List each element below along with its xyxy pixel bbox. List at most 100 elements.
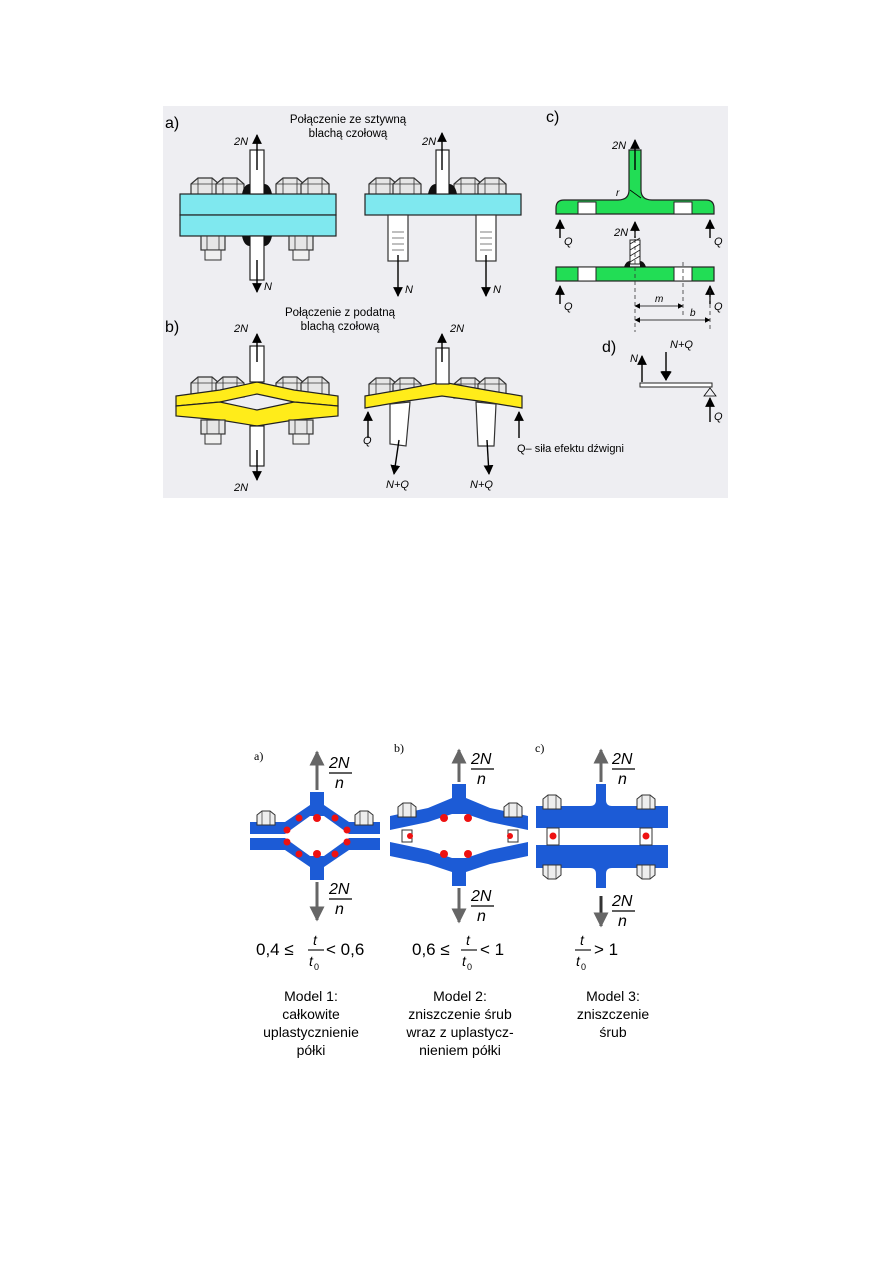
condition-model-2: 0,6 ≤ t t 0 < 1: [412, 932, 504, 972]
load-label: 2N: [233, 482, 248, 494]
load-label: N+Q: [386, 479, 409, 491]
svg-text:> 1: > 1: [594, 940, 618, 959]
svg-text:n: n: [618, 771, 627, 788]
flexible-joint-double: [175, 333, 339, 481]
load-fraction: 2N n: [611, 893, 635, 930]
failure-model-2-drawing: [390, 748, 528, 924]
load-label: N: [405, 284, 413, 296]
svg-text:Model 3:: Model 3:: [586, 988, 640, 1004]
svg-text:n: n: [618, 913, 627, 930]
load-label: Q: [714, 236, 723, 248]
svg-text:0: 0: [581, 962, 586, 972]
svg-text:2N: 2N: [470, 888, 492, 905]
model-label-b: b): [394, 741, 404, 755]
load-label: Q: [363, 435, 372, 447]
svg-text:zniszczenie: zniszczenie: [577, 1006, 650, 1022]
model-label-a: a): [254, 749, 263, 763]
svg-text:wraz z uplastycz-: wraz z uplastycz-: [405, 1024, 514, 1040]
svg-text:t: t: [313, 932, 318, 948]
model-1-description: Model 1: całkowite uplastycznienie półki: [263, 988, 359, 1058]
svg-text:n: n: [477, 771, 486, 788]
label-c: c): [546, 109, 559, 126]
rigid-plate-top: [179, 193, 337, 216]
upper-flange: [250, 792, 380, 834]
load-label: 2N: [611, 140, 626, 152]
load-label: Q: [564, 236, 573, 248]
svg-text:< 1: < 1: [480, 940, 504, 959]
load-label: N: [630, 353, 638, 365]
svg-text:n: n: [335, 775, 344, 792]
load-label: 2N: [421, 136, 436, 148]
title-flexible-line2: blachą czołową: [301, 321, 380, 333]
dimension-m: m: [655, 294, 663, 305]
load-fraction: 2N n: [328, 755, 352, 792]
title-rigid-line2: blachą czołową: [309, 128, 388, 140]
label-a: a): [165, 115, 179, 132]
upper-flange: [536, 784, 668, 828]
rigid-joint-single: [364, 132, 522, 297]
lower-flange: [536, 845, 668, 888]
svg-text:2N: 2N: [328, 755, 350, 772]
load-fraction: 2N n: [611, 751, 635, 788]
condition-model-1: 0,4 ≤ t t 0 < 0,6: [256, 932, 364, 972]
condition-model-3: t t 0 > 1: [575, 932, 618, 972]
svg-text:uplastycznienie: uplastycznienie: [263, 1024, 359, 1040]
t-stub-diagram: [555, 139, 715, 332]
dimension-b: b: [690, 308, 696, 319]
load-label: N+Q: [470, 479, 493, 491]
svg-text:0: 0: [314, 962, 319, 972]
model-2-description: Model 2: zniszczenie śrub wraz z uplasty…: [405, 988, 514, 1058]
svg-text:2N: 2N: [470, 751, 492, 768]
load-label: 2N: [233, 136, 248, 148]
svg-text:t: t: [309, 953, 314, 969]
flexible-plate-bottom: [175, 401, 339, 427]
svg-text:n: n: [477, 908, 486, 925]
svg-text:n: n: [335, 901, 344, 918]
load-fraction: 2N n: [470, 888, 494, 925]
svg-text:t: t: [576, 953, 581, 969]
svg-text:zniszczenie śrub: zniszczenie śrub: [408, 1006, 512, 1022]
flexible-plate: [364, 381, 523, 409]
title-flexible-line1: Połączenie z podatną: [285, 307, 396, 319]
svg-text:półki: półki: [297, 1042, 326, 1058]
lever-effect-note: Q– siła efektu dźwigni: [517, 443, 624, 455]
svg-text:śrub: śrub: [599, 1024, 626, 1040]
model-label-c: c): [535, 741, 544, 755]
svg-text:t: t: [466, 932, 471, 948]
flexible-joint-single: [363, 333, 524, 475]
model-3-description: Model 3: zniszczenie śrub: [577, 988, 650, 1040]
svg-text:2N: 2N: [328, 881, 350, 898]
label-b: b): [165, 319, 179, 336]
load-label: N: [493, 284, 501, 296]
svg-text:Model 2:: Model 2:: [433, 988, 487, 1004]
radius-label: r: [616, 188, 620, 199]
svg-text:0,4 ≤: 0,4 ≤: [256, 940, 294, 959]
lower-flange: [390, 842, 528, 886]
load-fraction: 2N n: [328, 881, 352, 918]
t-stub-profile: [555, 149, 715, 215]
figure-1-panel: a) b) c) d) Połączenie ze sztywną blachą…: [163, 106, 728, 498]
load-fraction: 2N n: [470, 751, 494, 788]
svg-text:nieniem półki: nieniem półki: [419, 1042, 501, 1058]
load-label: N+Q: [670, 339, 693, 351]
load-label: Q: [714, 301, 723, 313]
label-d: d): [602, 339, 616, 356]
svg-text:0,6 ≤: 0,6 ≤: [412, 940, 450, 959]
figure-2-panel: a) b) c) 2N n 2N n 2N n 2N n 2N n: [250, 741, 668, 1058]
load-label: 2N: [449, 323, 464, 335]
load-label: 2N: [613, 227, 628, 239]
rigid-plate: [364, 193, 522, 216]
beam-model: [637, 352, 717, 422]
svg-text:2N: 2N: [611, 751, 633, 768]
load-label: 2N: [233, 323, 248, 335]
load-label: Q: [714, 411, 723, 423]
load-label: Q: [564, 301, 573, 313]
svg-text:t: t: [462, 953, 467, 969]
failure-model-1-drawing: [250, 750, 380, 922]
svg-text:t: t: [580, 932, 585, 948]
svg-text:0: 0: [467, 962, 472, 972]
failure-model-3-drawing: [536, 748, 668, 928]
svg-text:2N: 2N: [611, 893, 633, 910]
svg-text:Model 1:: Model 1:: [284, 988, 338, 1004]
